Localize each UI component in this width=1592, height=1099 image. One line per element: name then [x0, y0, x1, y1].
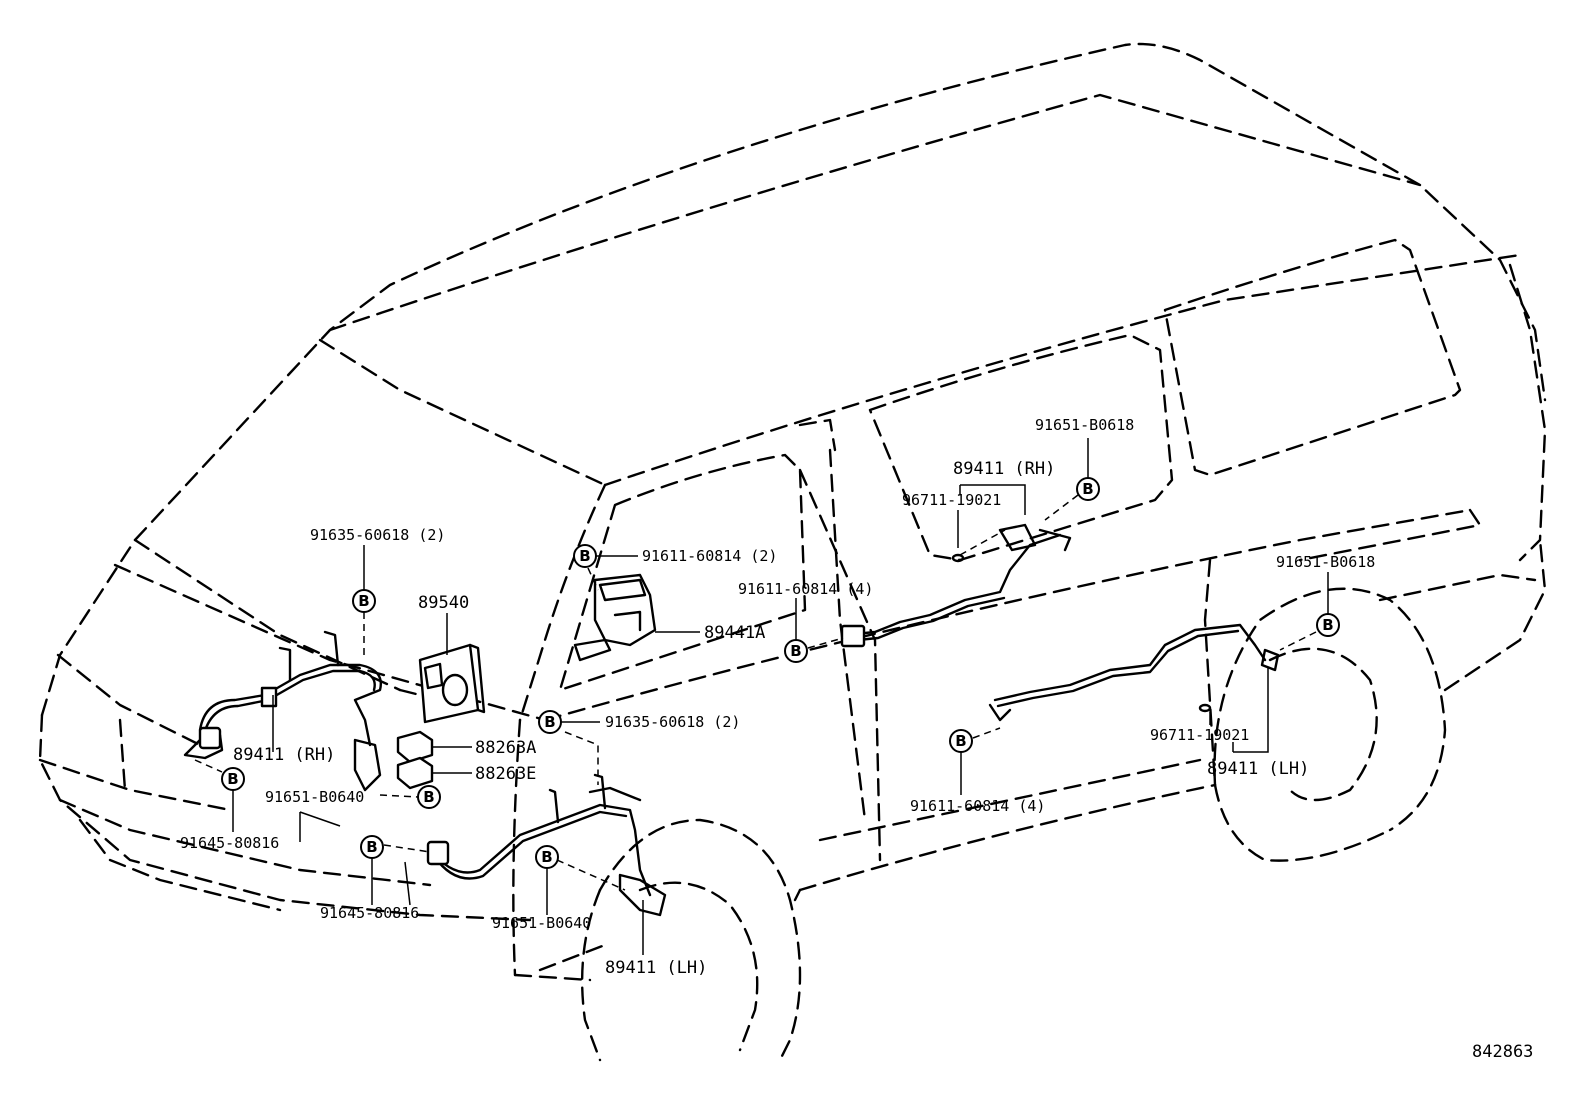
bolt-marker-91611-2: B [573, 544, 597, 568]
label-96711-19021-lower: 96711-19021 [1150, 726, 1249, 744]
label-89411-rh-rear: 89411 (RH) [953, 459, 1055, 479]
label-96711-19021-top: 96711-19021 [902, 491, 1001, 509]
label-91611-60814-2: 91611-60814 (2) [642, 547, 777, 565]
bolt-marker-91635-mid: B [538, 710, 562, 734]
label-91635-60618-mid: 91635-60618 (2) [605, 713, 740, 731]
svg-text:B: B [790, 642, 801, 660]
svg-text:B: B [227, 770, 238, 788]
label-91645-80816-a: 91645-80816 [180, 834, 279, 852]
bolt-marker-91651-front: B [417, 785, 441, 809]
label-88263e: 88263E [475, 764, 536, 784]
svg-text:B: B [1322, 616, 1333, 634]
relay-88263a [396, 730, 434, 764]
label-91651-b0618-right: 91651-B0618 [1276, 553, 1375, 571]
bolt-marker-91651-lower: B [535, 845, 559, 869]
label-89540: 89540 [418, 593, 469, 613]
rear-rh-sensor-harness [840, 523, 1072, 648]
label-91651-b0640-front: 91651-B0640 [265, 788, 364, 806]
bolt-marker-91645-left: B [221, 767, 245, 791]
label-91611-60814-4-upper: 91611-60814 (4) [738, 580, 873, 598]
bolt-marker-91635-top: B [352, 589, 376, 613]
leader-lines [194, 438, 1329, 955]
grommets [951, 553, 1212, 713]
bolt-marker-91651-b0618-right: B [1316, 613, 1340, 637]
part-labels: 91635-60618 (2) 89540 89411 (RH) 88263A … [180, 416, 1533, 1062]
label-91645-80816-b: 91645-80816 [320, 904, 419, 922]
svg-text:B: B [1082, 480, 1093, 498]
svg-text:B: B [579, 547, 590, 565]
rear-lh-sensor-harness [988, 623, 1280, 722]
svg-text:B: B [366, 838, 377, 856]
label-89411-lh-rear: 89411 (LH) [1207, 759, 1309, 779]
bolt-marker-91611-4-upper: B [784, 639, 808, 663]
label-91611-60814-4-lower: 91611-60814 (4) [910, 797, 1045, 815]
label-89441a: 89441A [704, 623, 765, 643]
svg-text:B: B [423, 788, 434, 806]
bolt-marker-91645-lower: B [360, 835, 384, 859]
svg-text:B: B [358, 592, 369, 610]
label-91635-60618-top: 91635-60618 (2) [310, 526, 445, 544]
ecu-89540 [418, 643, 486, 724]
front-rh-sensor-harness [183, 630, 382, 792]
svg-text:B: B [541, 848, 552, 866]
label-91651-b0618-top: 91651-B0618 [1035, 416, 1134, 434]
svg-text:B: B [544, 713, 555, 731]
label-88263a: 88263A [475, 738, 536, 758]
vehicle-outline [38, 42, 1547, 1062]
bolt-markers: B B B B B B B B B B B [221, 477, 1340, 869]
drawing-number: 842863 [1472, 1042, 1533, 1062]
label-91651-b0640-lower: 91651-B0640 [492, 914, 591, 932]
label-89411-rh-front: 89411 (RH) [233, 745, 335, 765]
relay-88263e [396, 756, 434, 790]
svg-text:B: B [955, 732, 966, 750]
bolt-marker-91651-b0618-top: B [1076, 477, 1100, 501]
label-89411-lh-front: 89411 (LH) [605, 958, 707, 978]
bolt-marker-91611-4-lower: B [949, 729, 973, 753]
actuator-89441a [573, 573, 657, 662]
